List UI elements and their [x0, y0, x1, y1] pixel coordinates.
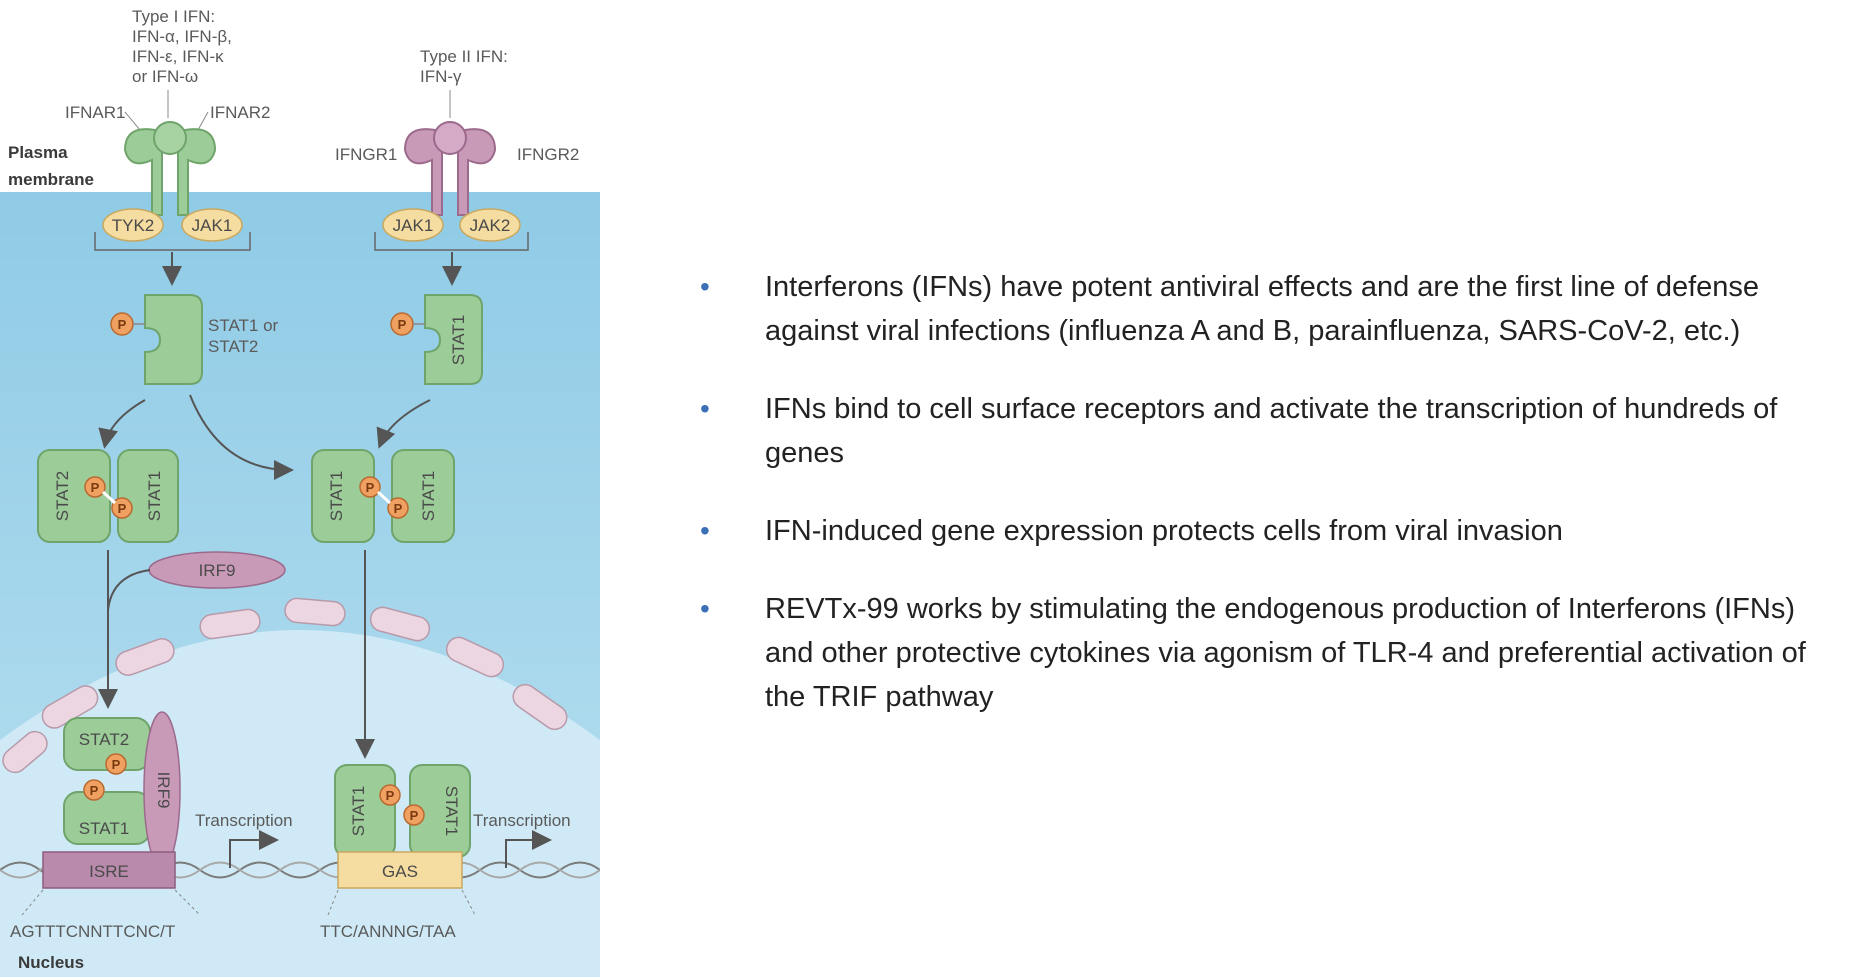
svg-text:STAT1: STAT1 [145, 471, 164, 521]
nuclear-envelope [2, 597, 568, 774]
svg-text:JAK1: JAK1 [192, 216, 233, 235]
svg-text:P: P [118, 501, 127, 516]
ifngr1-label: IFNGR1 [335, 145, 397, 164]
svg-text:P: P [112, 757, 121, 772]
svg-text:TYK2: TYK2 [112, 216, 155, 235]
svg-text:STAT2: STAT2 [208, 337, 258, 356]
svg-text:ISRE: ISRE [89, 862, 129, 881]
isre-sequence: AGTTTCNNTTCNC/T [10, 922, 175, 941]
svg-text:P: P [91, 480, 100, 495]
svg-text:P: P [366, 480, 375, 495]
svg-text:STAT1: STAT1 [449, 315, 468, 365]
svg-text:STAT2: STAT2 [79, 730, 129, 749]
type-i-line-3: IFN-ε, IFN-κ [132, 47, 224, 66]
type-ii-line-2: IFN-γ [420, 67, 462, 86]
gas-sequence: TTC/ANNNG/TAA [320, 922, 456, 941]
stat1-homodimer: STAT1 STAT1 P P [311, 449, 455, 543]
type-i-line-2: IFN-α, IFN-β, [132, 27, 232, 46]
bullet-text: IFNs bind to cell surface receptors and … [765, 393, 1778, 469]
svg-text:P: P [90, 783, 99, 798]
svg-text:STAT1: STAT1 [442, 786, 461, 836]
isgf3-complex: STAT2 STAT1 P P IRF9 [63, 711, 181, 869]
type-i-ifn-label: Type I IFN: IFN-α, IFN-β, IFN-ε, IFN-κ o… [132, 7, 232, 86]
bullet-item: • IFNs bind to cell surface receptors and… [700, 387, 1840, 475]
svg-text:P: P [410, 808, 419, 823]
svg-text:IRF9: IRF9 [199, 561, 236, 580]
transcription-arrow-left: Transcription [195, 811, 293, 868]
bullet-text: REVTx-99 works by stimulating the endoge… [765, 593, 1806, 713]
svg-text:STAT1: STAT1 [419, 471, 438, 521]
type-i-line-1: Type I IFN: [132, 7, 215, 26]
svg-text:P: P [118, 317, 127, 332]
svg-text:STAT1: STAT1 [349, 786, 368, 836]
svg-text:P: P [394, 501, 403, 516]
svg-text:GAS: GAS [382, 862, 418, 881]
bullet-item: • IFN-induced gene expression protects ce… [700, 509, 1840, 553]
svg-text:Transcription: Transcription [473, 811, 571, 830]
bullet-list: • Interferons (IFNs) have potent antivira… [700, 265, 1840, 752]
irf9-protein: IRF9 [148, 551, 286, 589]
plasma-membrane-label-2: membrane [8, 170, 94, 189]
svg-text:IRF9: IRF9 [154, 772, 173, 809]
type-ii-ifn-label: Type II IFN: IFN-γ [420, 47, 508, 86]
svg-text:P: P [398, 317, 407, 332]
svg-text:P: P [386, 788, 395, 803]
ifnar-receptor [123, 121, 217, 216]
transcription-arrow-right: Transcription [473, 811, 571, 868]
nuclear-stat1-dimer: STAT1 STAT1 P P [334, 764, 471, 858]
stat1-or-stat2-monomer: P STAT1 or STAT2 [110, 294, 279, 385]
ifngr2-label: IFNGR2 [517, 145, 579, 164]
plasma-membrane-label-1: Plasma [8, 143, 68, 162]
svg-text:STAT1 or: STAT1 or [208, 316, 279, 335]
nucleus-label: Nucleus [18, 953, 84, 972]
bullet-dot: • [700, 593, 710, 624]
ifngr-receptor [403, 121, 497, 216]
stat1-monomer: P STAT1 [390, 294, 483, 385]
nucleus-region [0, 630, 600, 977]
svg-text:STAT2: STAT2 [53, 471, 72, 521]
svg-text:Transcription: Transcription [195, 811, 293, 830]
type-i-line-4: or IFN-ω [132, 67, 198, 86]
isre-element: ISRE [42, 851, 176, 889]
bullet-text: IFN-induced gene expression protects cel… [765, 515, 1563, 547]
stat1-stat2-dimer: STAT2 STAT1 P P [37, 449, 179, 543]
bullet-item: • REVTx-99 works by stimulating the endog… [700, 587, 1840, 719]
svg-text:JAK1: JAK1 [393, 216, 434, 235]
bullet-dot: • [700, 393, 710, 424]
type-ii-line-1: Type II IFN: [420, 47, 508, 66]
tyk2-kinase: TYK2 [102, 208, 164, 242]
ifn-signaling-diagram: Type I IFN: IFN-α, IFN-β, IFN-ε, IFN-κ o… [0, 7, 600, 977]
ifnar2-label: IFNAR2 [210, 103, 270, 122]
svg-text:STAT1: STAT1 [327, 471, 346, 521]
bullet-item: • Interferons (IFNs) have potent antivira… [700, 265, 1840, 353]
jak1-kinase-left: JAK1 [181, 208, 243, 242]
svg-text:JAK2: JAK2 [470, 216, 511, 235]
bullet-text: Interferons (IFNs) have potent antiviral… [765, 271, 1760, 347]
svg-text:STAT1: STAT1 [79, 819, 129, 838]
ifnar1-label: IFNAR1 [65, 103, 125, 122]
bullet-dot: • [700, 271, 710, 302]
gas-element: GAS [337, 851, 463, 889]
jak1-kinase-right: JAK1 [382, 208, 444, 242]
bullet-dot: • [700, 515, 710, 546]
jak2-kinase: JAK2 [459, 208, 521, 242]
